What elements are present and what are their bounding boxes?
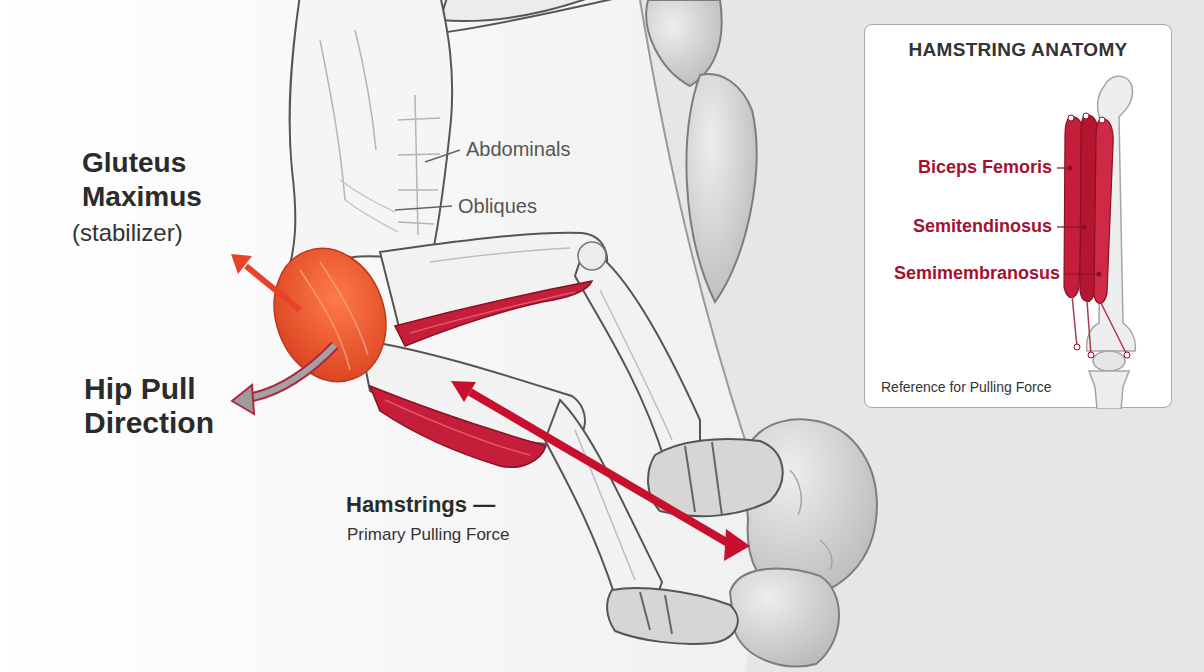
gluteus-muscle xyxy=(256,233,404,398)
hip-pull-arrow xyxy=(248,345,335,398)
muscle-line xyxy=(320,30,440,235)
arrowhead xyxy=(451,381,476,402)
attachment-dot xyxy=(1088,352,1094,358)
leader-line xyxy=(1057,167,1069,168)
shin xyxy=(545,400,662,611)
attachment-dot xyxy=(1083,113,1089,119)
attachment-dot xyxy=(1068,115,1074,121)
hamstring-muscle xyxy=(370,386,546,467)
arrowhead xyxy=(232,385,254,414)
leader-dot xyxy=(1068,166,1073,171)
muscle-label: Semimembranosus xyxy=(894,262,1060,284)
direction-label: Hip Pull Direction xyxy=(84,372,264,440)
stabilizer-arrow xyxy=(246,266,300,310)
arrowhead xyxy=(724,529,750,561)
muscle-label: Gluteus Maximus xyxy=(82,146,252,214)
attachment-dot xyxy=(1099,117,1105,123)
leader-line xyxy=(425,150,460,162)
pulling-force-arrow xyxy=(470,392,728,543)
leader-dot xyxy=(1082,225,1087,230)
muscle-label: Abdominals xyxy=(466,137,571,161)
shoe-strap xyxy=(640,592,672,634)
tendon xyxy=(1072,295,1127,355)
shin xyxy=(575,246,700,469)
muscle-label: Obliques xyxy=(458,194,537,218)
climbing-shoe xyxy=(607,588,738,644)
muscle-label: Biceps Femoris xyxy=(918,156,1052,178)
leader-dot xyxy=(1097,272,1102,277)
rock-hold xyxy=(730,569,839,667)
hip-pull-arrow xyxy=(248,345,335,398)
thigh xyxy=(380,233,607,331)
force-note: Primary Pulling Force xyxy=(347,525,510,545)
muscle-label: Hamstrings — xyxy=(346,492,495,518)
arm xyxy=(440,0,610,21)
leader-line xyxy=(395,206,452,210)
arrowhead xyxy=(231,254,252,274)
muscle-fiber xyxy=(300,262,368,370)
shoe-strap xyxy=(685,442,722,516)
climbing-wall xyxy=(640,0,1204,672)
rock-hold xyxy=(686,74,756,302)
attachment-dot xyxy=(1074,344,1080,350)
panel-note: Reference for Pulling Force xyxy=(881,379,1155,395)
panel-title: HAMSTRING ANATOMY xyxy=(881,39,1155,61)
attachment-dot xyxy=(1124,352,1130,358)
torso xyxy=(285,0,452,282)
rock-texture xyxy=(790,470,832,570)
knee xyxy=(578,242,606,270)
patella xyxy=(1093,351,1125,371)
hamstring-muscle xyxy=(395,281,592,346)
oblique-lines xyxy=(340,180,398,232)
muscle-fiber xyxy=(385,400,530,455)
leader-line xyxy=(1057,226,1083,227)
muscle-fiber xyxy=(410,292,575,333)
semimembranosus xyxy=(1094,119,1113,304)
leader-line xyxy=(1065,273,1098,274)
muscle-line xyxy=(575,430,635,580)
muscle-line xyxy=(430,248,672,440)
role-note: (stabilizer) xyxy=(72,218,183,247)
tibia-bone xyxy=(1089,371,1129,409)
muscle-label: Semitendinosus xyxy=(913,215,1052,237)
